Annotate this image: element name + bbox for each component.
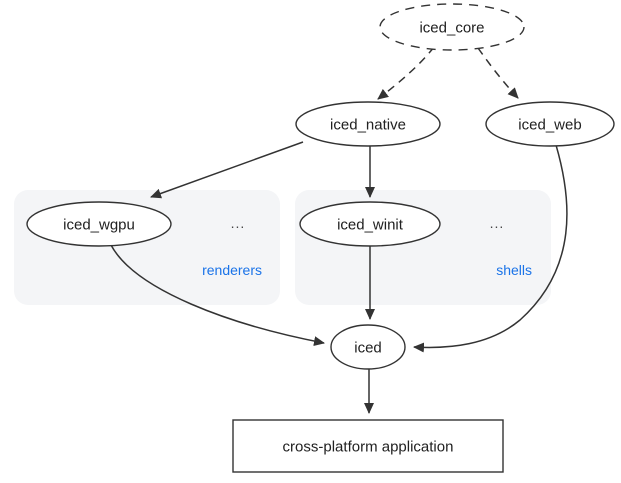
node-iced-core-label: iced_core — [419, 20, 484, 37]
node-iced-web-label: iced_web — [518, 117, 581, 134]
node-iced-winit-shape[interactable] — [299, 201, 441, 247]
edge-iced-core-to-iced-web — [477, 47, 519, 99]
node-application-label: cross-platform application — [283, 439, 454, 456]
edge-iced-wgpu-to-iced — [110, 244, 325, 347]
node-iced-native-label: iced_native — [330, 117, 406, 134]
node-iced-wgpu[interactable]: iced_wgpu — [26, 201, 172, 247]
node-iced-winit[interactable]: iced_winit — [299, 201, 441, 247]
node-iced-core[interactable]: iced_core — [379, 3, 525, 51]
edge-iced-native-to-iced-wgpu — [150, 141, 304, 199]
node-iced-wgpu-shape[interactable] — [26, 201, 172, 247]
node-iced[interactable]: iced — [330, 324, 406, 370]
cluster-renderers-ellipsis: ... — [231, 215, 246, 231]
node-iced-core-shape[interactable] — [379, 3, 525, 51]
cluster-renderers-label: renderers — [202, 262, 262, 278]
node-iced-native[interactable]: iced_native — [295, 101, 441, 147]
node-iced-label: iced — [354, 340, 382, 357]
node-iced-wgpu-label: iced_wgpu — [63, 217, 135, 234]
node-iced-web[interactable]: iced_web — [485, 101, 615, 147]
node-iced-shape[interactable] — [330, 324, 406, 370]
node-iced-winit-label: iced_winit — [337, 217, 404, 234]
node-iced-web-shape[interactable] — [485, 101, 615, 147]
edge-layer — [110, 46, 568, 414]
edge-iced-core-to-iced-native — [377, 46, 435, 100]
node-cross-platform-application[interactable]: cross-platform application — [232, 419, 504, 473]
node-iced-native-shape[interactable] — [295, 101, 441, 147]
edge-iced-web-to-iced — [413, 144, 568, 353]
cluster-shells-ellipsis: ... — [490, 215, 505, 231]
node-application-shape[interactable] — [232, 419, 504, 473]
cluster-shells-label: shells — [496, 262, 532, 278]
